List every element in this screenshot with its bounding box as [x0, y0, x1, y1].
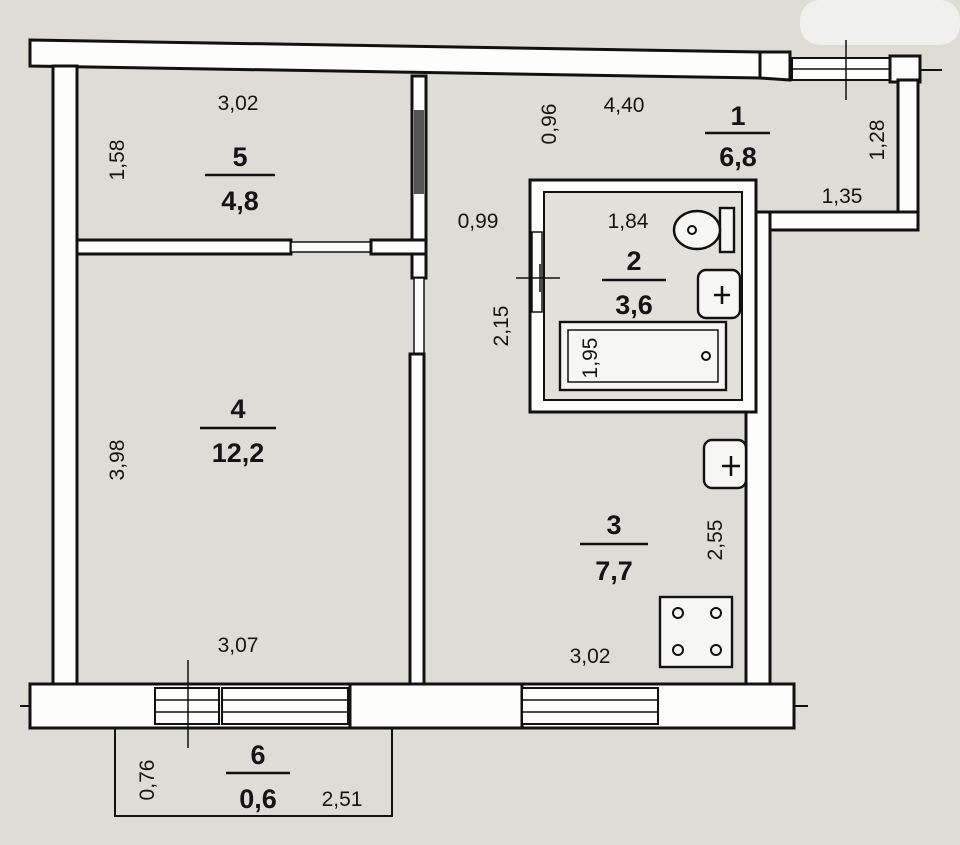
room-number: 3 — [606, 510, 621, 540]
corner-smudge — [800, 0, 960, 45]
room-number: 1 — [730, 101, 745, 131]
stove-burner-4 — [710, 644, 722, 656]
dim-bath-width: 1,84 — [608, 210, 649, 233]
bathtub-inner — [567, 329, 719, 383]
bathtub-icon — [558, 320, 728, 392]
stove-icon — [658, 595, 734, 669]
dim-kitchen-width: 3,02 — [570, 645, 611, 668]
dim-tub-length: 1,95 — [579, 338, 602, 379]
dim-room4-depth: 3,98 — [106, 440, 129, 481]
dim-balcony-width: 2,51 — [322, 788, 363, 811]
dim-hall-niche: 1,35 — [822, 185, 863, 208]
kitchen-window — [521, 687, 659, 725]
room-label-5: 5 4,8 — [205, 142, 275, 216]
room5-hall-hatch — [414, 110, 424, 194]
top-right-corner — [888, 54, 922, 84]
balcony-outline — [114, 728, 393, 817]
room-area: 12,2 — [212, 438, 265, 468]
room5-door-gap — [290, 241, 372, 253]
balcony-door — [154, 687, 220, 725]
kitchen-sink-icon — [702, 438, 748, 490]
dim-hall-depth-b: 1,28 — [866, 120, 889, 161]
room-number: 2 — [626, 246, 641, 276]
dim-room5-width: 3,02 — [218, 92, 259, 115]
bathtub-drain — [701, 351, 711, 361]
dim-room4-width: 3,07 — [218, 634, 259, 657]
room-area: 7,7 — [595, 556, 633, 586]
room-number: 6 — [250, 740, 265, 770]
room5-room4-wall-b — [369, 238, 428, 256]
room5-room4-wall — [75, 238, 293, 256]
hall-right-wall — [896, 78, 920, 232]
room-label-3: 3 7,7 — [580, 510, 648, 586]
dim-hall-width: 4,40 — [604, 94, 645, 117]
dim-bath-depth: 2,15 — [490, 306, 513, 347]
dim-balcony-depth: 0,76 — [136, 760, 159, 801]
stove-burner-1 — [672, 607, 684, 619]
room-number: 4 — [230, 394, 245, 424]
room4-window — [221, 687, 349, 725]
bottom-pier — [348, 682, 524, 730]
dim-kitchen-depth: 2,55 — [704, 520, 727, 561]
room4-kitchen-wall — [408, 352, 426, 686]
room-area: 6,8 — [719, 142, 757, 172]
room-area: 4,8 — [221, 186, 259, 216]
room-area: 0,6 — [239, 784, 277, 814]
room-number: 5 — [232, 142, 247, 172]
hall-niche-wall — [758, 210, 920, 232]
stove-burner-2 — [710, 607, 722, 619]
room-label-1: 1 6,8 — [705, 101, 770, 172]
room-label-4: 4 12,2 — [200, 394, 276, 468]
room4-kitchen-wall-top — [410, 252, 428, 280]
room-label-2: 2 3,6 — [602, 246, 666, 320]
dim-hall-depth-a: 0,96 — [538, 104, 561, 145]
toilet-seat-mark — [687, 225, 697, 235]
room4-door — [413, 277, 425, 355]
left-wall — [51, 64, 79, 688]
top-wall-right — [758, 50, 792, 82]
room-label-6: 6 0,6 — [226, 740, 290, 814]
toilet-tank — [718, 206, 736, 254]
stove-burner-3 — [672, 644, 684, 656]
dim-bath-offset: 0,99 — [458, 210, 499, 233]
room-area: 3,6 — [615, 290, 653, 320]
bathroom-door — [531, 231, 543, 313]
dim-room5-depth: 1,58 — [106, 140, 129, 181]
